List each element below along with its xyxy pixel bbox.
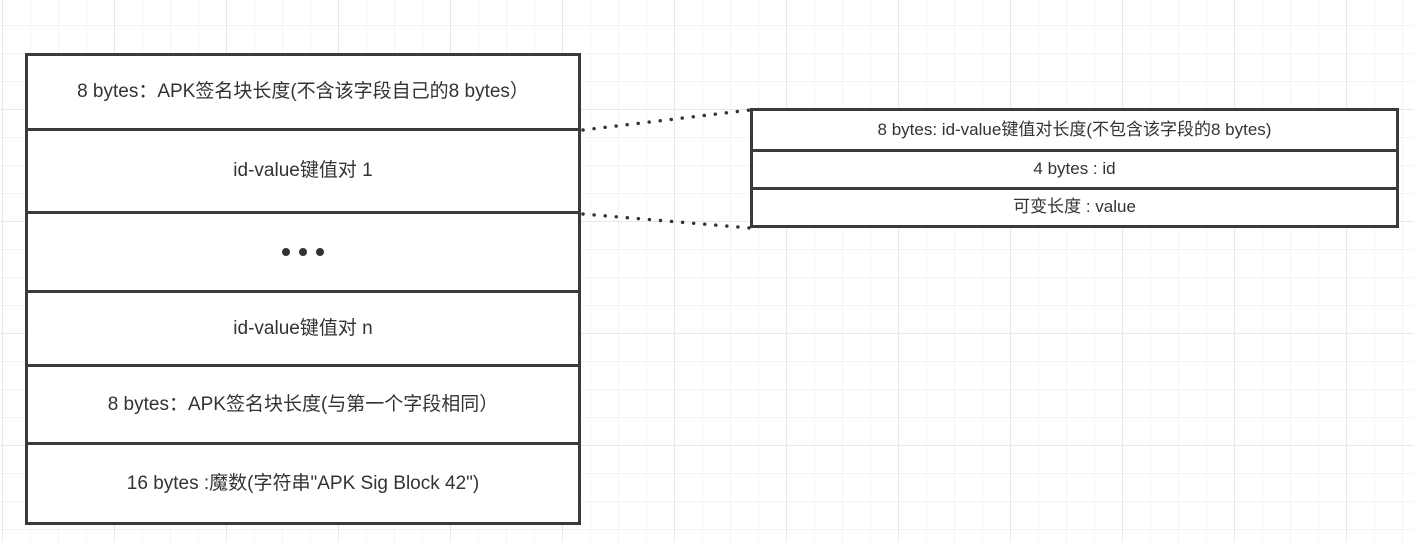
apk-block-row-length-header: 8 bytes：APK签名块长度(不含该字段自己的8 bytes） xyxy=(28,56,578,128)
apk-signing-block: 8 bytes：APK签名块长度(不含该字段自己的8 bytes） id-val… xyxy=(25,53,581,525)
id-value-pair-block: 8 bytes: id-value键值对长度(不包含该字段的8 bytes) 4… xyxy=(750,108,1399,228)
pair-block-row-length: 8 bytes: id-value键值对长度(不包含该字段的8 bytes) xyxy=(753,111,1396,149)
apk-block-row-pair-1: id-value键值对 1 xyxy=(28,128,578,211)
apk-block-row-length-footer: 8 bytes：APK签名块长度(与第一个字段相同） xyxy=(28,364,578,442)
apk-block-row-pair-n: id-value键值对 n xyxy=(28,290,578,364)
pair-block-row-id: 4 bytes : id xyxy=(753,149,1396,187)
apk-block-row-ellipsis xyxy=(28,211,578,290)
top-callout-line xyxy=(581,108,752,132)
ellipsis-icon xyxy=(282,248,324,256)
apk-block-row-magic: 16 bytes :魔数(字符串"APK Sig Block 42") xyxy=(28,442,578,522)
pair-block-row-value: 可变长度 : value xyxy=(753,187,1396,225)
bottom-callout-line xyxy=(581,212,752,230)
